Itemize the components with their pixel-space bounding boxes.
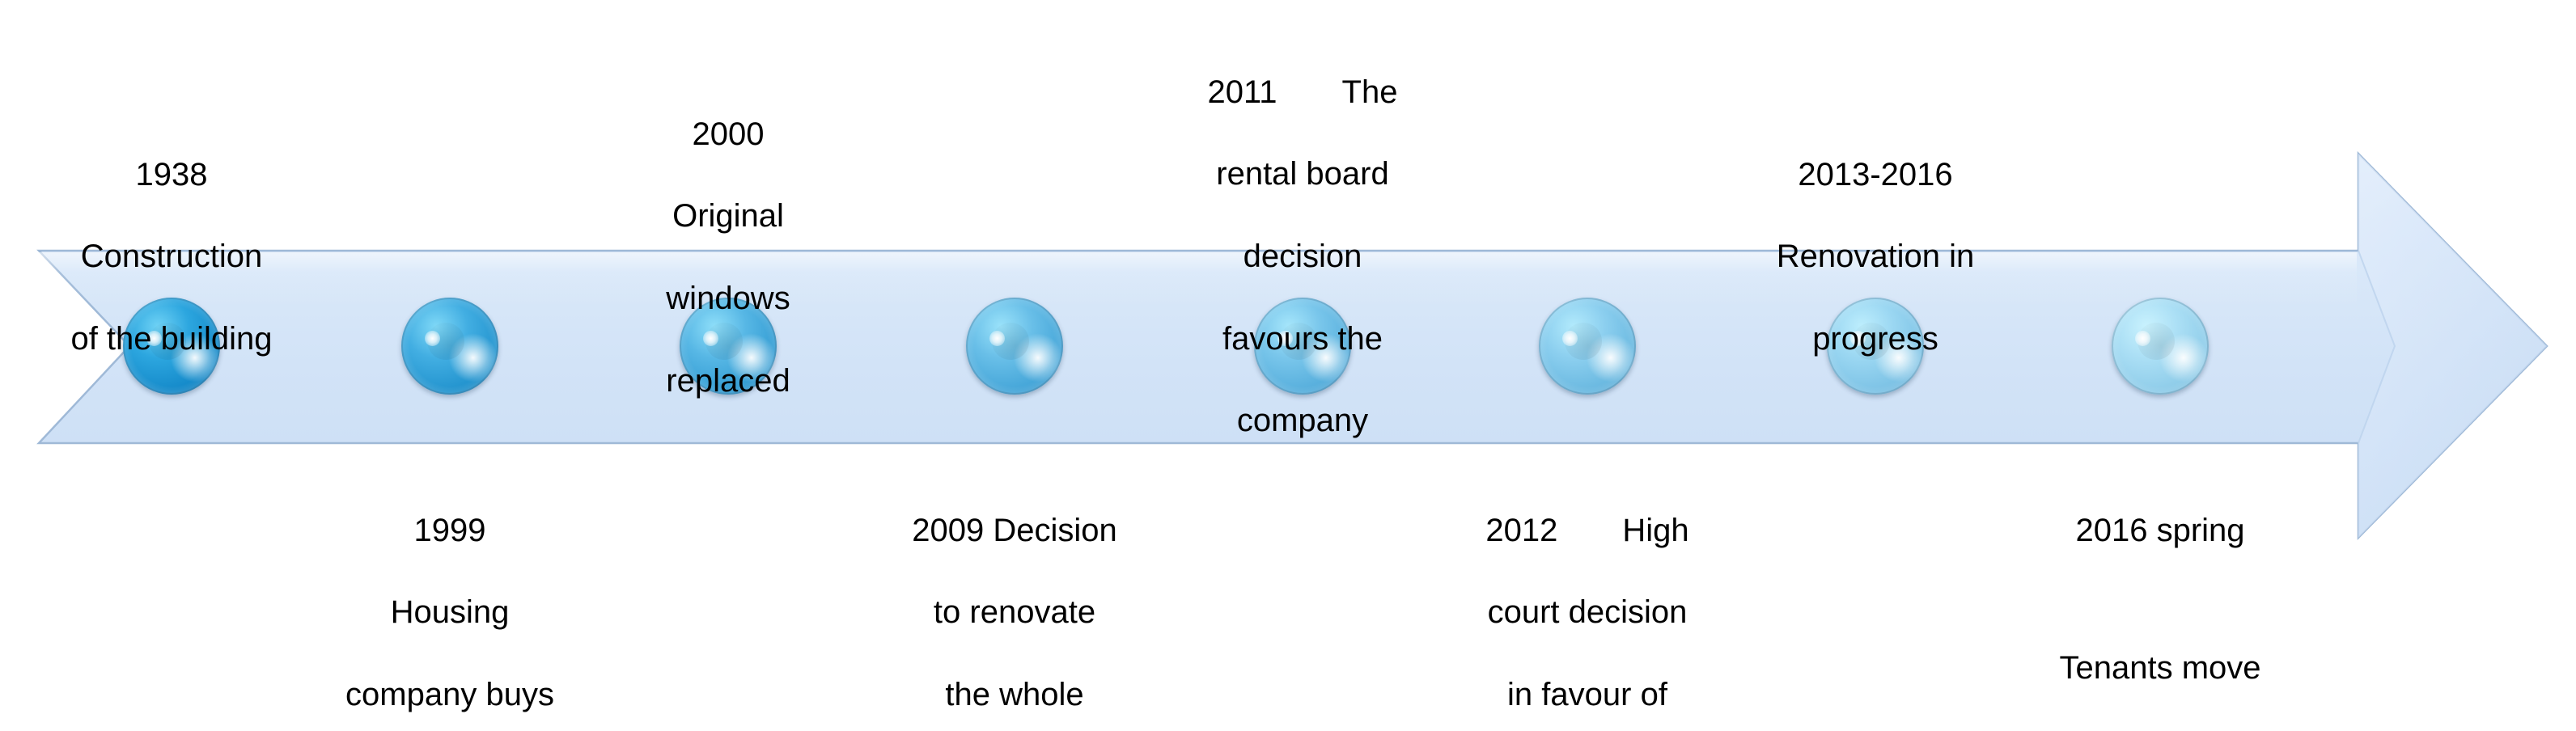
milestone-marker-1938[interactable] bbox=[123, 298, 220, 395]
marker-specular-highlight bbox=[424, 330, 440, 346]
marker-specular-highlight bbox=[989, 330, 1005, 346]
marker-specular-highlight bbox=[1277, 330, 1293, 346]
milestone-text-2000-line3: replaced bbox=[666, 362, 790, 399]
marker-specular-highlight bbox=[1561, 330, 1578, 346]
milestone-text-2013-line1: Renovation in bbox=[1776, 239, 1975, 275]
milestone-year-2016: 2016 spring bbox=[2075, 512, 2245, 548]
milestone-text-1999-line1: Housing bbox=[390, 594, 510, 631]
milestone-text-2012-line2: in favour of bbox=[1507, 676, 1667, 712]
arrow-fold bbox=[2358, 250, 2396, 444]
marker-specular-highlight bbox=[2134, 330, 2150, 346]
milestone-year-2013: 2013-2016 bbox=[1798, 156, 1953, 192]
marker-rim-highlight bbox=[1539, 298, 1636, 395]
milestone-text-2009-line1: to renovate bbox=[933, 594, 1096, 631]
milestone-year-1938: 1938 bbox=[135, 156, 208, 192]
milestone-text-2011-line2: decision bbox=[1243, 238, 1362, 274]
milestone-label-2000: 2000 Original windows replaced bbox=[591, 73, 866, 442]
milestone-marker-2013[interactable] bbox=[1827, 298, 1924, 395]
milestone-marker-2016[interactable] bbox=[2112, 298, 2209, 395]
marker-specular-highlight bbox=[1849, 330, 1866, 346]
milestone-label-2013: 2013-2016 Renovation in progress bbox=[1722, 113, 2029, 401]
milestone-marker-2009[interactable] bbox=[966, 298, 1063, 395]
marker-rim-highlight bbox=[401, 298, 498, 395]
marker-rim-highlight bbox=[2112, 298, 2209, 395]
milestone-text-2011-line1: rental board bbox=[1216, 156, 1389, 192]
milestone-text-1938-line1: Construction bbox=[80, 239, 263, 275]
milestone-text-2013-line2: progress bbox=[1812, 320, 1938, 357]
marker-specular-highlight bbox=[702, 330, 718, 346]
milestone-year-2012: 2012 High bbox=[1485, 512, 1689, 548]
milestone-label-2016-gap bbox=[1998, 592, 2322, 606]
milestone-text-1938-line2: of the building bbox=[70, 320, 273, 357]
arrow-sheen bbox=[39, 252, 2357, 309]
milestone-label-2012: 2012 High court decision in favour of re… bbox=[1434, 469, 1741, 731]
milestone-year-2009: 2009 Decision bbox=[912, 512, 1117, 548]
marker-specular-highlight bbox=[146, 330, 162, 346]
milestone-marker-2011[interactable] bbox=[1254, 298, 1351, 395]
marker-rim-highlight bbox=[1254, 298, 1351, 395]
milestone-text-2009-line2: the whole bbox=[945, 676, 1084, 712]
milestone-marker-2000[interactable] bbox=[680, 298, 777, 395]
milestone-label-2009: 2009 Decision to renovate the whole buil… bbox=[861, 469, 1168, 731]
marker-rim-highlight bbox=[1827, 298, 1924, 395]
milestone-label-2016: 2016 spring Tenants move back and new te… bbox=[1998, 469, 2322, 731]
milestone-year-2000: 2000 bbox=[692, 116, 765, 152]
milestone-text-2012-line1: court decision bbox=[1487, 594, 1688, 631]
milestone-label-1999: 1999 Housing company buys the property f… bbox=[296, 469, 604, 731]
milestone-text-2000-line1: Original bbox=[672, 198, 784, 235]
milestone-label-1938: 1938 Construction of the building bbox=[2, 113, 341, 401]
milestone-text-1999-line2: company buys bbox=[345, 676, 554, 712]
milestone-text-2011-line3: favours the bbox=[1222, 320, 1383, 357]
milestone-text-2016-line1: Tenants move bbox=[2059, 650, 2261, 687]
milestone-year-2011: 2011 The bbox=[1207, 74, 1398, 110]
marker-rim-highlight bbox=[123, 298, 220, 395]
milestone-label-2011: 2011 The rental board decision favours t… bbox=[1157, 31, 1448, 483]
milestone-text-2000-line2: windows bbox=[666, 280, 790, 316]
milestone-marker-1999[interactable] bbox=[401, 298, 498, 395]
arrow-head-shade bbox=[2358, 154, 2547, 538]
milestone-text-2011-line4: company bbox=[1236, 403, 1369, 439]
marker-rim-highlight bbox=[680, 298, 777, 395]
milestone-marker-2012[interactable] bbox=[1539, 298, 1636, 395]
milestone-year-1999: 1999 bbox=[413, 512, 486, 548]
marker-rim-highlight bbox=[966, 298, 1063, 395]
